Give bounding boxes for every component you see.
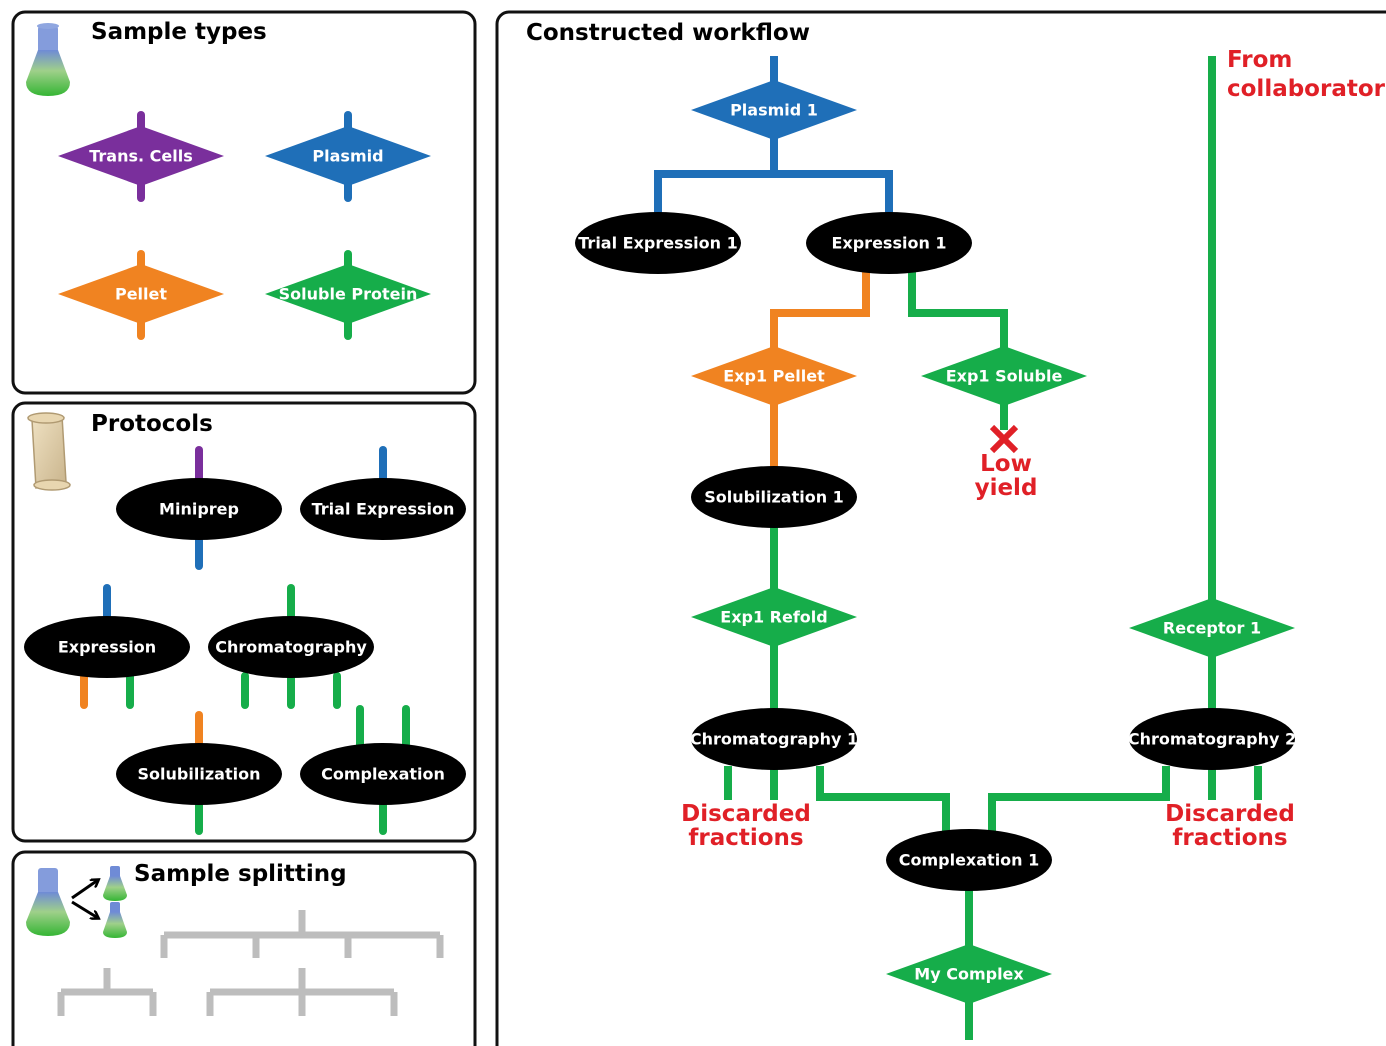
panel-workflow [495, 10, 1386, 1046]
legend-plasmid: Plasmid [265, 111, 431, 202]
node-solubilization-1[interactable]: Solubilization 1 [691, 466, 857, 528]
node-exp1-soluble[interactable]: Exp1 Soluble [921, 346, 1087, 406]
scroll-icon [27, 412, 71, 491]
legend-trans-cells: Trans. Cells [58, 111, 224, 202]
node-plasmid-1[interactable]: Plasmid 1 [691, 80, 857, 140]
annotation-discarded-left: Discarded fractions [681, 801, 811, 851]
flask-icon [26, 23, 70, 96]
legend-soluble-protein-label: Soluble Protein [279, 285, 418, 304]
reject-x-icon [989, 424, 1019, 454]
node-receptor-1[interactable]: Receptor 1 [1129, 598, 1295, 658]
connector-chrom2-complex [988, 766, 1170, 832]
protocol-complexation-label: Complexation [321, 765, 445, 784]
connector-plasmid-bar [654, 170, 893, 214]
protocol-chromatography-label: Chromatography [215, 638, 367, 657]
protocol-expression-label: Expression [58, 638, 156, 657]
legend-soluble-protein: Soluble Protein [265, 250, 431, 340]
protocol-miniprep-label: Miniprep [159, 500, 239, 519]
node-chromatography-2[interactable]: Chromatography 2 [1128, 708, 1296, 770]
annotation-discarded-left-line1: Discarded [681, 801, 811, 827]
node-chromatography-2-label: Chromatography 2 [1128, 730, 1296, 749]
connector-expression-pellet [770, 272, 870, 376]
node-expression-1[interactable]: Expression 1 [806, 212, 972, 274]
node-exp1-soluble-label: Exp1 Soluble [946, 367, 1063, 386]
workflow-title: Constructed workflow [526, 20, 810, 46]
sample-splitting-title: Sample splitting [134, 861, 347, 887]
annotation-discarded-right: Discarded fractions [1165, 801, 1295, 851]
connector-expression-soluble [908, 272, 1008, 376]
annotation-discarded-right-line2: fractions [1172, 825, 1287, 851]
splitting-tree-medium [206, 968, 398, 1016]
protocol-solubilization-label: Solubilization [138, 765, 261, 784]
sample-types-title: Sample types [91, 19, 267, 45]
flask-split-icon [26, 866, 127, 938]
node-exp1-pellet-label: Exp1 Pellet [723, 367, 825, 386]
legend-pellet-label: Pellet [115, 285, 167, 304]
annotation-from-collaborator-line2: collaborator [1227, 76, 1386, 102]
splitting-tree-small [57, 968, 157, 1016]
legend-pellet: Pellet [58, 250, 224, 340]
annotation-discarded-right-line1: Discarded [1165, 801, 1295, 827]
node-complexation-1-label: Complexation 1 [899, 851, 1040, 870]
node-complexation-1[interactable]: Complexation 1 [886, 829, 1052, 891]
legend-trans-cells-label: Trans. Cells [89, 147, 193, 166]
annotation-from-collaborator: From collaborator [1227, 47, 1386, 102]
protocol-chromatography: Chromatography [208, 584, 374, 709]
panel-protocols [11, 401, 477, 843]
protocol-expression: Expression [24, 584, 190, 709]
node-trial-expression-1[interactable]: Trial Expression 1 [575, 212, 741, 274]
protocol-trial-expression: Trial Expression [300, 446, 466, 540]
node-plasmid-1-label: Plasmid 1 [730, 101, 818, 120]
node-expression-1-label: Expression 1 [831, 234, 946, 253]
annotation-low-yield-line1: Low [980, 451, 1032, 477]
annotation-low-yield-line2: yield [975, 475, 1038, 501]
splitting-tree-large [160, 910, 444, 958]
node-solubilization-1-label: Solubilization 1 [704, 488, 844, 507]
protocol-solubilization: Solubilization [116, 711, 282, 835]
protocol-complexation: Complexation [300, 705, 466, 835]
node-my-complex-label: My Complex [914, 965, 1024, 984]
node-exp1-pellet[interactable]: Exp1 Pellet [691, 346, 857, 406]
annotation-low-yield: Low yield [975, 451, 1038, 501]
protocols-title: Protocols [91, 411, 213, 437]
annotation-from-collaborator-line1: From [1227, 47, 1292, 73]
panel-sample-types [11, 10, 477, 395]
protocol-trial-expression-label: Trial Expression [312, 500, 455, 519]
node-exp1-refold-label: Exp1 Refold [720, 608, 827, 627]
workflow-connectors [654, 56, 1262, 1040]
protocol-miniprep: Miniprep [116, 446, 282, 570]
node-exp1-refold[interactable]: Exp1 Refold [691, 587, 857, 647]
node-my-complex[interactable]: My Complex [886, 944, 1052, 1004]
annotation-discarded-left-line2: fractions [688, 825, 803, 851]
node-chromatography-1[interactable]: Chromatography 1 [690, 708, 858, 770]
node-chromatography-1-label: Chromatography 1 [690, 730, 858, 749]
node-trial-expression-1-label: Trial Expression 1 [578, 234, 737, 253]
node-receptor-1-label: Receptor 1 [1163, 619, 1261, 638]
panel-sample-splitting [11, 850, 477, 1046]
legend-plasmid-label: Plasmid [312, 147, 383, 166]
connector-chrom1-complex [816, 766, 950, 832]
